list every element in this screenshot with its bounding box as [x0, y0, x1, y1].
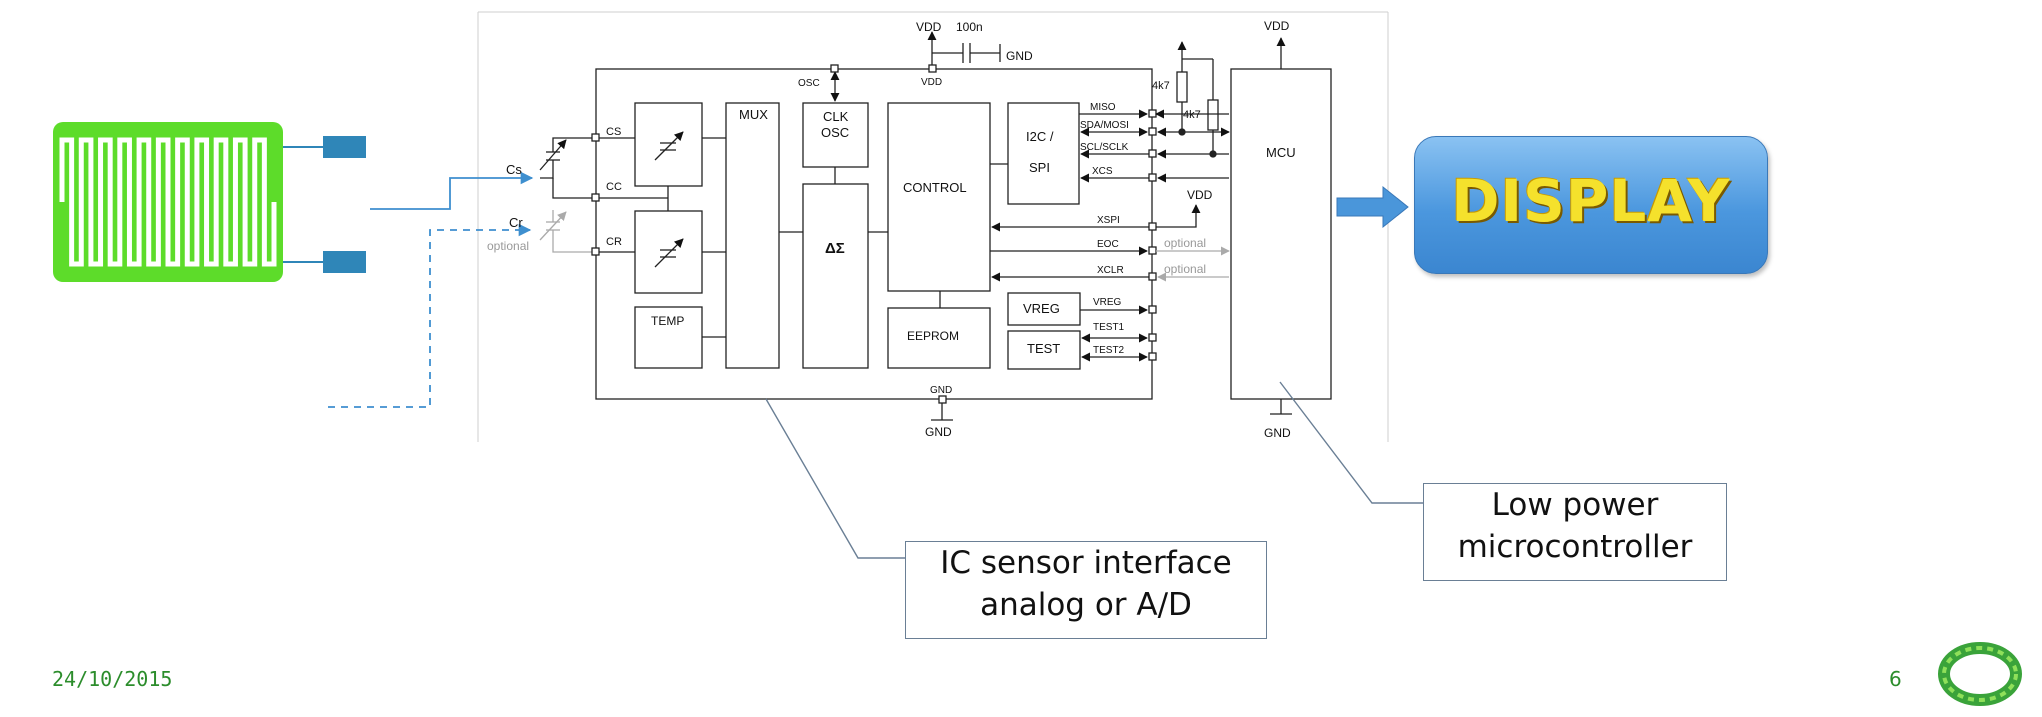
signal-test1: TEST1: [1093, 322, 1125, 333]
ic-callout-line1: IC sensor interface: [940, 545, 1232, 581]
r2-label: 4k7: [1183, 109, 1201, 121]
signal-eoc: EOC: [1097, 239, 1119, 250]
mcu-label: MCU: [1266, 145, 1296, 160]
vdd-mcu-label: VDD: [1264, 19, 1290, 33]
mcu-callout-line2: microcontroller: [1457, 529, 1693, 565]
spi-label: SPI: [1029, 160, 1050, 175]
logo-icon: [1938, 642, 2022, 706]
optional-eoc-label: optional: [1164, 236, 1206, 250]
cr-trim-arrow: [654, 238, 684, 268]
display-block: DISPLAY: [1414, 136, 1768, 274]
mcu-to-display-arrow: [1336, 185, 1409, 229]
junction-scl: [1209, 150, 1217, 158]
cap-label: 100n: [956, 20, 983, 34]
cc-wire: [552, 178, 594, 199]
vreg-block: [1007, 292, 1081, 326]
optional-left-label: optional: [487, 239, 529, 253]
sensor-connector-top: [323, 136, 366, 158]
pin-cr: [591, 247, 600, 256]
clk-label: CLK: [823, 109, 849, 124]
mcu-callout-leader: [1279, 381, 1423, 504]
gnd-pin-label: GND: [930, 385, 952, 396]
ic-callout: IC sensor interface analog or A/D: [905, 541, 1267, 639]
pin-gnd: [938, 395, 947, 404]
ic-outline: [595, 68, 1153, 400]
page-number: 6: [1889, 667, 1902, 691]
cs-trim-box: [634, 102, 703, 187]
vdd-top-label: VDD: [916, 20, 942, 34]
i2c-spi-block: [1007, 102, 1080, 205]
resistor-r1: [1176, 71, 1188, 103]
resistor-r2: [1207, 99, 1219, 131]
junction-sda: [1178, 128, 1186, 136]
signal-xspi: XSPI: [1097, 215, 1120, 226]
vreg-block-label: VREG: [1023, 301, 1060, 316]
delta-sigma-label: ΔΣ: [825, 240, 845, 257]
pin-osc: [830, 64, 839, 73]
pin-cs: [591, 133, 600, 142]
vdd-pin-label: VDD: [921, 77, 942, 88]
cs-to-pin-wire: [552, 137, 594, 152]
delta-sigma-block: [802, 183, 869, 369]
mux-label: MUX: [739, 107, 768, 122]
cr-trim-box: [634, 210, 703, 294]
sensor-electrode-pattern: [59, 137, 277, 267]
eeprom-label: EEPROM: [907, 329, 959, 343]
cr-to-pin-wire: [552, 230, 594, 253]
signal-vreg: VREG: [1093, 297, 1122, 308]
optional-xclr-label: optional: [1164, 262, 1206, 276]
osc-label: OSC: [821, 125, 849, 140]
signal-scl-sclk: SCL/SCLK: [1080, 142, 1129, 153]
signal-xcs: XCS: [1092, 166, 1113, 177]
signal-miso: MISO: [1090, 102, 1116, 113]
ic-callout-line2: analog or A/D: [980, 587, 1192, 623]
sensor-connector-bottom: [323, 251, 366, 273]
pin-cr-label: CR: [606, 236, 622, 248]
signal-xclr: XCLR: [1097, 265, 1124, 276]
i2c-label: I2C /: [1026, 129, 1054, 144]
osc-pin-label: OSC: [798, 78, 820, 89]
cs-trim-arrow: [654, 131, 684, 161]
cs-label: Cs: [506, 162, 522, 177]
cr-label: Cr: [509, 215, 523, 230]
pin-cc: [591, 193, 600, 202]
power-labels: VDD 100n GND GND VDD VDD GND 4k7 4k7 MCU: [916, 19, 1296, 440]
test-block: [1007, 330, 1081, 370]
mux-block: [725, 102, 780, 369]
display-label: DISPLAY: [1451, 167, 1731, 235]
footer-date: 24/10/2015: [52, 667, 173, 691]
gnd-bottom-label: GND: [925, 425, 952, 439]
cs-capacitor-adjust-arrow: [539, 139, 567, 171]
signal-sda-mosi: SDA/MOSI: [1080, 120, 1129, 131]
signal-test2: TEST2: [1093, 345, 1125, 356]
pin-vdd: [928, 64, 937, 73]
control-block: [887, 102, 991, 292]
sensor-signal-wire: [370, 171, 534, 210]
mcu-callout-line1: Low power: [1491, 487, 1659, 523]
r1-label: 4k7: [1152, 80, 1170, 92]
reference-signal-wire: [328, 223, 532, 408]
vdd-xspi-label: VDD: [1187, 188, 1213, 202]
control-label: CONTROL: [903, 180, 967, 195]
mcu-callout: Low power microcontroller: [1423, 483, 1727, 581]
xspi-vdd-wire: [1156, 204, 1201, 228]
gnd-mcu-label: GND: [1264, 426, 1291, 440]
ic-sensor-interface: [539, 31, 1332, 421]
test-block-label: TEST: [1027, 341, 1060, 356]
eeprom-block: [887, 307, 991, 369]
ic-callout-leader: [765, 398, 905, 559]
cap-gnd-label: GND: [1006, 49, 1033, 63]
sensor-element: [53, 122, 366, 282]
temp-label: TEMP: [651, 314, 684, 328]
pin-cs-label: CS: [606, 126, 621, 138]
pin-cc-label: CC: [606, 181, 622, 193]
cr-capacitor-adjust-arrow: [539, 211, 567, 241]
ic-labels: CS CC CR Cs Cr optional MUX TEMP CLK OSC…: [487, 77, 1206, 396]
mcu-block: [1230, 68, 1332, 400]
